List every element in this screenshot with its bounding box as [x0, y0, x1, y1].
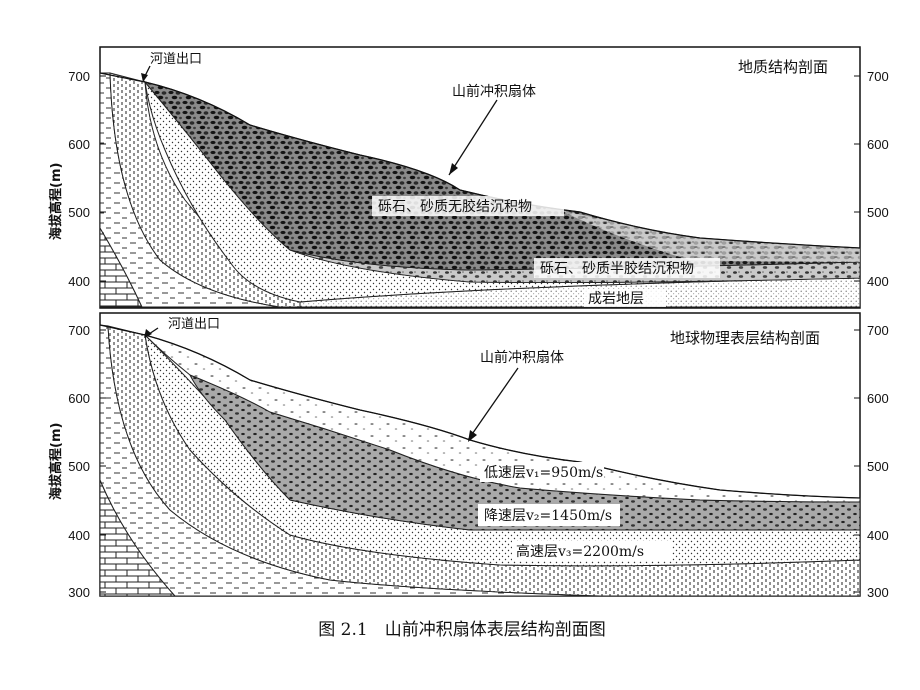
top-middle-layer-label: 砾石、砂质半胶结沉积物: [540, 260, 694, 277]
top-left-tick: 500: [68, 205, 90, 220]
bottom-reduced-speed-label: 降速层v₂=1450m/s: [484, 508, 612, 524]
bottom-left-tick: 700: [68, 323, 90, 338]
top-fan-arrow: [448, 99, 498, 176]
top-gravel-fade: [560, 210, 860, 262]
top-fan-arrowhead: [449, 163, 458, 175]
bottom-left-axis: 700 600 500 400 300: [68, 323, 106, 600]
bottom-right-tick: 700: [867, 323, 889, 338]
bottom-river-outlet-label: 河道出口: [168, 317, 220, 332]
bottom-left-tick: 500: [68, 459, 90, 474]
top-right-tick: 700: [867, 69, 889, 84]
top-river-outlet-label: 河道出口: [150, 52, 202, 67]
top-outlet-arrowhead: [141, 73, 148, 82]
top-right-axis: 700 600 500 400: [854, 69, 889, 289]
bottom-left-tick: 300: [68, 585, 90, 600]
top-right-tick: 600: [867, 137, 889, 152]
bottom-left-tick: 400: [68, 528, 90, 543]
bottom-fan-label: 山前冲积扇体: [480, 349, 564, 366]
bottom-outlet-arrowhead: [144, 329, 152, 338]
top-left-tick: 600: [68, 137, 90, 152]
top-y-axis-label: 海拔高程(m): [48, 163, 64, 240]
bottom-high-speed-label: 高速层v₃=2200m/s: [516, 543, 644, 560]
top-left-axis: 700 600 500 400: [68, 69, 106, 289]
top-bedrock-label: 成岩地层: [588, 291, 644, 307]
bottom-right-tick: 400: [867, 528, 889, 543]
top-panel: 地质结构剖面 河道出口 山前冲积扇体 砾石、砂质无胶结沉积物 砾石、砂质半胶结沉…: [48, 46, 889, 309]
top-left-tick: 400: [68, 274, 90, 289]
bottom-fan-arrow: [467, 367, 519, 441]
top-panel-title: 地质结构剖面: [738, 58, 828, 76]
top-fan-label: 山前冲积扇体: [452, 83, 536, 100]
bottom-low-speed-label: 低速层v₁=950m/s: [484, 465, 603, 481]
figure-caption: 图 2.1 山前冲积扇体表层结构剖面图: [318, 620, 605, 640]
bottom-right-tick: 500: [867, 459, 889, 474]
top-right-tick: 400: [867, 274, 889, 289]
bottom-panel-title: 地球物理表层结构剖面: [670, 329, 820, 347]
bottom-fan-arrowhead: [468, 430, 477, 442]
top-upper-layer-label: 砾石、砂质无胶结沉积物: [378, 198, 532, 215]
bottom-right-axis: 700 600 500 400 300: [854, 323, 889, 600]
top-right-tick: 500: [867, 205, 889, 220]
bottom-left-tick: 600: [68, 391, 90, 406]
top-left-tick: 700: [68, 69, 90, 84]
bottom-y-axis-label: 海拔高程(m): [48, 423, 64, 500]
bottom-right-tick: 300: [867, 585, 889, 600]
bottom-panel: 地球物理表层结构剖面 河道出口 山前冲积扇体 低速层v₁=950m/s 降速层v…: [48, 312, 889, 600]
bottom-right-tick: 600: [867, 391, 889, 406]
top-surface-line: [99, 72, 861, 249]
